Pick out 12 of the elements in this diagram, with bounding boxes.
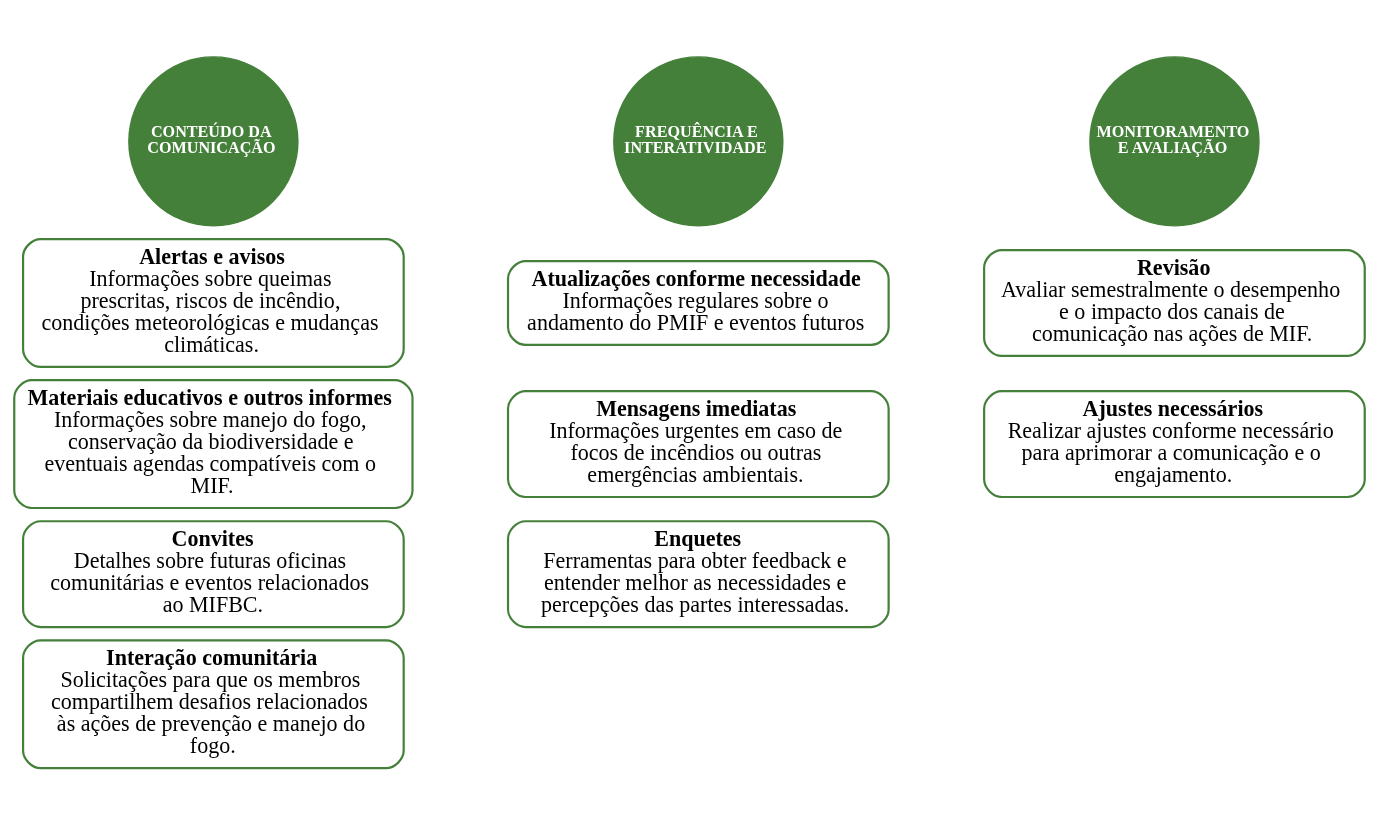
node-box: Convites Detalhes sobre futuras oficinas comunitárias e eventos relacionados ao MIFBC.	[21, 520, 405, 629]
node-box: Materiais educativos e outros informes Informações sobre manejo do fogo, conservação da biodiversidade e eventuais agendas compatíveis com o MIF.	[13, 379, 414, 510]
node-box: Alertas e avisos Informações sobre queimas prescritas, riscos de incêndio, condições meteorológicas e mudanças climáticas.	[21, 238, 405, 369]
node-box: Mensagens imediatas Informações urgentes em caso de focos de incêndios ou outras emergências ambientais.	[506, 390, 890, 499]
node-box: Enquetes Ferramentas para obter feedback e entender melhor as necessidades e percepções das partes interessadas.	[506, 520, 890, 629]
node-circle: FREQUÊNCIA E INTERATIVIDADE	[613, 56, 784, 227]
node-circle: CONTEÚDO DA COMUNICAÇÃO	[128, 56, 299, 227]
node-box: Interação comunitária Solicitações para que os membros compartilhem desafios relacionados às ações de prevenção e manejo do fogo.	[21, 639, 405, 770]
node-box: Atualizações conforme necessidade Informações regulares sobre o andamento do PMIF e eventos futuros	[506, 260, 890, 346]
node-box: Ajustes necessários Realizar ajustes conforme necessário para aprimorar a comunicação e o engajamento.	[983, 390, 1366, 499]
node-circle: MONITORAMENTO E AVALIAÇÃO	[1089, 56, 1260, 227]
node-box: Revisão Avaliar semestralmente o desempenho e o impacto dos canais de comunicação nas ações de MIF.	[983, 249, 1366, 358]
